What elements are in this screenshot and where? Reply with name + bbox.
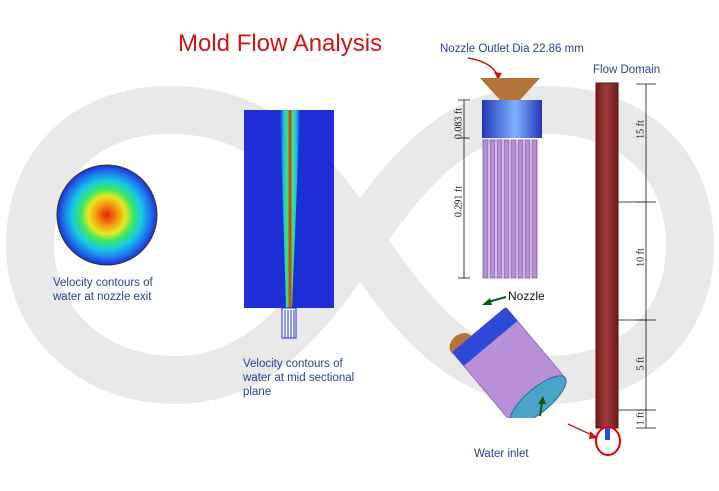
water-inlet-arrowhead [538, 396, 546, 404]
mid-plane-caption-line: water at mid sectional [243, 372, 355, 384]
mid-plane-contour [244, 110, 334, 339]
nozzle-iso-view [449, 296, 567, 418]
iso-nozzle-collar [452, 307, 518, 366]
nozzle-exit-caption: Velocity contours of water at nozzle exi… [53, 276, 203, 304]
nozzle-exit-contour [56, 164, 158, 266]
water-inlet-label: Water inlet [474, 448, 529, 460]
iso-nozzle-label: Nozzle [508, 289, 545, 303]
nozzle-body [482, 100, 542, 138]
domain-inlet-highlight [595, 426, 621, 456]
mid-plane-caption-line: plane [243, 386, 272, 398]
flow-domain-figure [567, 82, 656, 456]
nozzle-assembly [458, 57, 542, 279]
nozzle-exit-circle [56, 164, 158, 266]
nozzle-outlet-label: Nozzle Outlet Dia 22.86 mm [440, 43, 584, 55]
mid-plane-jet [280, 110, 300, 308]
mid-plane-tubes [284, 310, 295, 338]
domain-inlet-stub [605, 428, 610, 440]
nozzle-exit-caption-line: water at nozzle exit [53, 291, 152, 303]
nozzle-dimension-lines [458, 99, 470, 279]
infinity-logo-shape [5, 85, 715, 405]
page-title: Mold Flow Analysis [178, 30, 383, 57]
nozzle-tubes [482, 139, 538, 279]
domain-dim-15ft: 15 ft [635, 120, 647, 139]
domain-dim-5ft: 5 ft [635, 356, 647, 371]
nozzle-dim-0083: 0.083 ft [453, 107, 465, 140]
flow-domain-dimension-lines [618, 83, 656, 429]
nozzle-cone [480, 78, 540, 100]
flow-domain-pipe [595, 82, 619, 429]
outlet-arrowhead [494, 72, 502, 80]
water-inlet-arrow [539, 401, 543, 417]
flow-domain-label: Flow Domain [593, 64, 661, 76]
nozzle-pointer-arrowhead [482, 298, 492, 305]
nozzle-dim-0291: 0.291 ft [453, 185, 465, 218]
mid-plane-caption-line: Velocity contours of [243, 358, 343, 370]
mid-plane-caption: Velocity contours of water at mid sectio… [243, 357, 393, 399]
iso-nozzle-inlet-face [509, 375, 567, 418]
domain-dim-10ft: 10 ft [635, 248, 647, 267]
outlet-arrow [467, 57, 499, 77]
domain-dim-1ft: 1 ft [635, 411, 647, 426]
nozzle-exit-caption-line: Velocity contours of [53, 277, 153, 289]
